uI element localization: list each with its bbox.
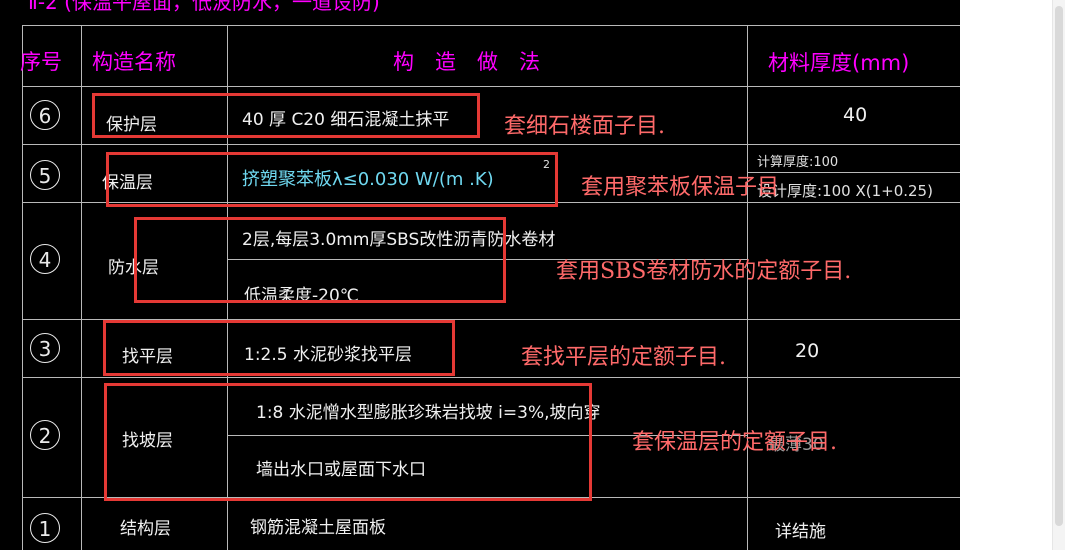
row-number-circle: 6	[30, 100, 60, 130]
row5-calc-label: 计算厚度:100	[757, 155, 839, 170]
grid-row3-bottom	[22, 377, 960, 378]
row-number-circle: 3	[30, 333, 60, 363]
grid-row2-mid	[227, 435, 747, 436]
highlight-box-row2	[104, 383, 592, 501]
row1-name: 结构层	[120, 519, 171, 539]
annotation-row4: 套用SBS卷材防水的定额子目.	[556, 259, 852, 284]
row1-method: 钢筋混凝土屋面板	[250, 518, 386, 538]
row1-thickness: 详结施	[775, 522, 826, 542]
row-number-circle: 4	[30, 244, 60, 274]
grid-row6-bottom	[22, 144, 960, 145]
grid-col-2	[227, 25, 228, 550]
row5-calc-formula: 设计厚度:100 X(1+0.25)	[757, 182, 933, 200]
grid-row4-bottom	[22, 319, 960, 320]
annotation-row2: 套保温层的定额子目.	[632, 430, 837, 455]
scrollbar-thumb[interactable]	[1055, 6, 1063, 526]
row4-method-line1: 2层,每层3.0mm厚SBS改性沥青防水卷材	[242, 230, 556, 250]
cad-drawing-canvas: Ⅱ-2 (保温平屋面，低波防水，一道设防) 序号 构造名称 构 造 做 法 材料…	[0, 0, 960, 550]
row-number-circle: 1	[30, 513, 60, 543]
row6-method: 40 厚 C20 细石混凝土抹平	[242, 110, 450, 130]
highlight-box-row4	[134, 217, 506, 303]
row-number-circle: 2	[30, 420, 60, 450]
row2-method-line1: 1:8 水泥憎水型膨胀珍珠岩找坡 i=3%,坡向穿	[256, 403, 601, 423]
grid-top-line	[22, 25, 960, 26]
row3-thickness: 20	[795, 340, 820, 362]
row5-method: 挤塑聚苯板λ≤0.030 W/(m .K)	[242, 169, 494, 190]
grid-row2-bottom	[22, 497, 960, 498]
highlight-box-row3	[103, 320, 455, 376]
row-number-circle: 5	[30, 160, 60, 190]
row3-name: 找平层	[122, 347, 173, 367]
row2-thickness: 最薄30	[768, 435, 824, 455]
row2-method-line2: 墙出水口或屋面下水口	[256, 460, 426, 480]
header-name: 构造名称	[92, 50, 176, 74]
row4-name: 防水层	[108, 258, 159, 278]
row5-superscript: 2	[543, 158, 550, 171]
annotation-row3: 套找平层的定额子目.	[521, 345, 726, 370]
grid-row5-bottom	[22, 202, 960, 203]
right-blank-pane	[960, 0, 1065, 550]
grid-col-3	[747, 25, 748, 550]
highlight-box-row6	[92, 93, 480, 138]
grid-header-bottom	[22, 86, 960, 87]
header-method: 构 造 做 法	[393, 50, 540, 74]
row3-method: 1:2.5 水泥砂浆找平层	[244, 345, 412, 365]
annotation-row6: 套细石楼面子目.	[504, 114, 665, 139]
grid-row4-mid	[227, 259, 747, 260]
row6-name: 保护层	[106, 115, 157, 135]
row6-thickness: 40	[843, 104, 868, 126]
row2-name: 找坡层	[122, 431, 173, 451]
row5-name: 保温层	[102, 173, 153, 193]
grid-col-1	[81, 25, 82, 550]
header-no: 序号	[20, 50, 62, 74]
table-title: Ⅱ-2 (保温平屋面，低波防水，一道设防)	[28, 0, 380, 14]
highlight-box-row5	[106, 152, 558, 207]
header-thickness: 材料厚度(mm)	[768, 51, 910, 75]
grid-row5-inner	[747, 172, 960, 173]
annotation-row5: 套用聚苯板保温子目	[581, 175, 780, 200]
grid-col-left	[22, 25, 23, 550]
vertical-scrollbar[interactable]	[1052, 0, 1065, 550]
